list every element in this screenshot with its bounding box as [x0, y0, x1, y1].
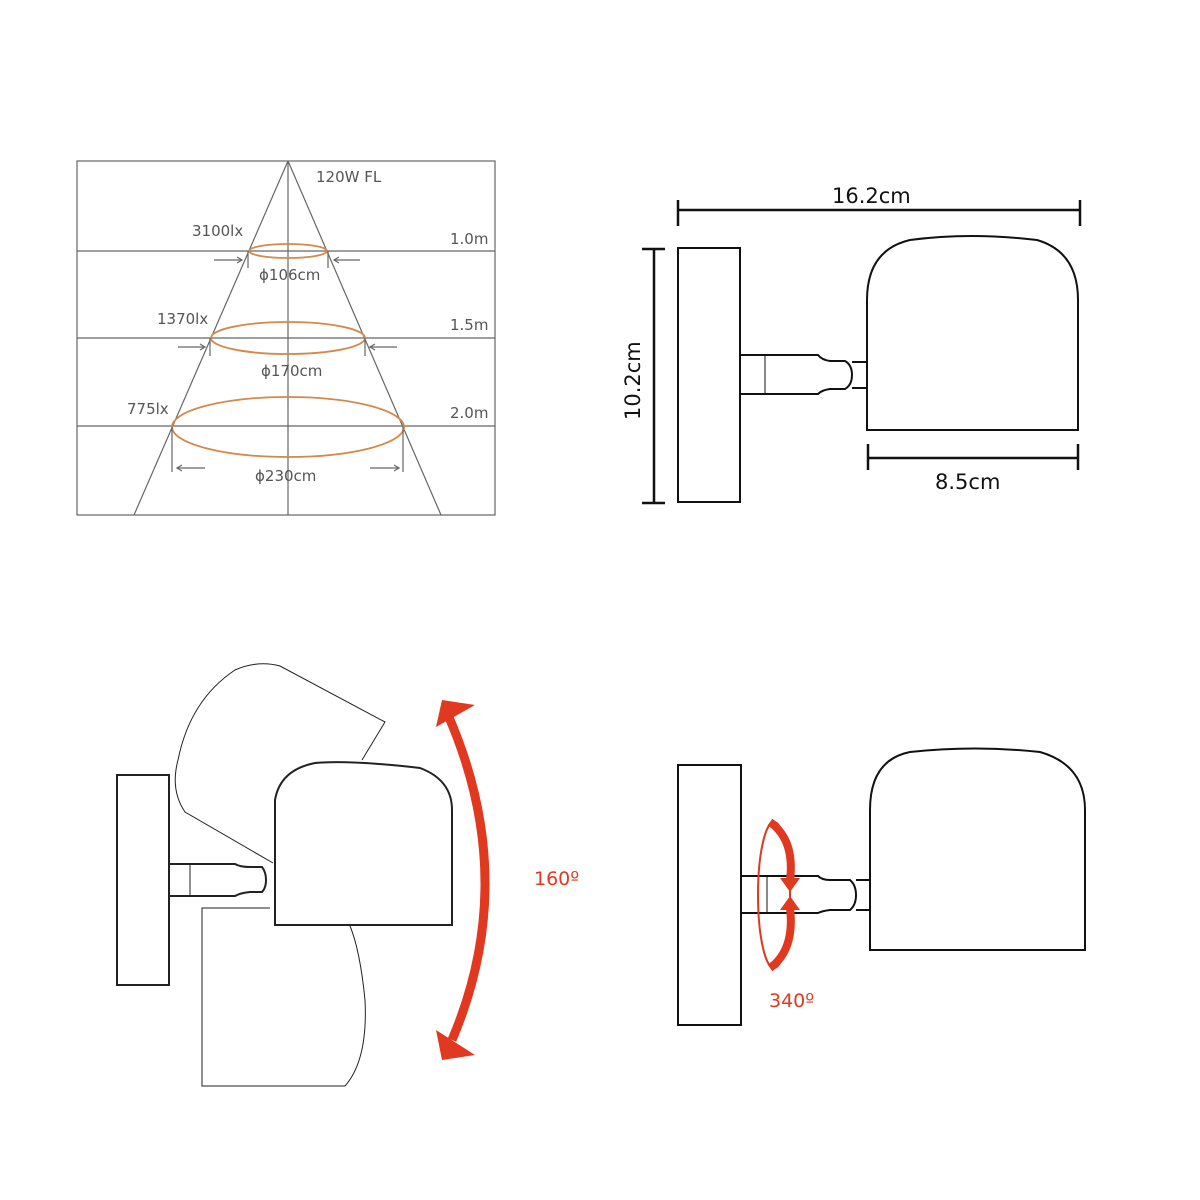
total-width-label: 16.2cm: [832, 184, 911, 208]
diameter-label-1m: ϕ106cm: [259, 266, 320, 284]
diameter-label-2m: ϕ230cm: [255, 467, 316, 485]
head-width-label: 8.5cm: [935, 470, 1000, 494]
rotation-drawing: [677, 747, 1086, 1026]
tilt-arrow-icon: [436, 700, 490, 1060]
beam-source-label: 120W FL: [316, 168, 382, 186]
lux-label-1m: 3100lx: [192, 222, 243, 240]
dimension-drawing: [642, 200, 1082, 505]
beam-chart: [76, 160, 496, 516]
lux-label-2m: 775lx: [127, 400, 169, 418]
height-label: 10.2cm: [621, 341, 645, 420]
diameter-label-1-5m: ϕ170cm: [261, 362, 322, 380]
rotation-arrow-icon: [757, 818, 800, 972]
rotation-angle-label: 340º: [769, 990, 814, 1012]
distance-label-1-5m: 1.5m: [450, 316, 488, 334]
tilt-angle-label: 160º: [534, 868, 579, 890]
tilt-drawing: [116, 663, 453, 1087]
distance-label-2m: 2.0m: [450, 404, 488, 422]
distance-label-1m: 1.0m: [450, 230, 488, 248]
lux-label-1-5m: 1370lx: [157, 310, 208, 328]
